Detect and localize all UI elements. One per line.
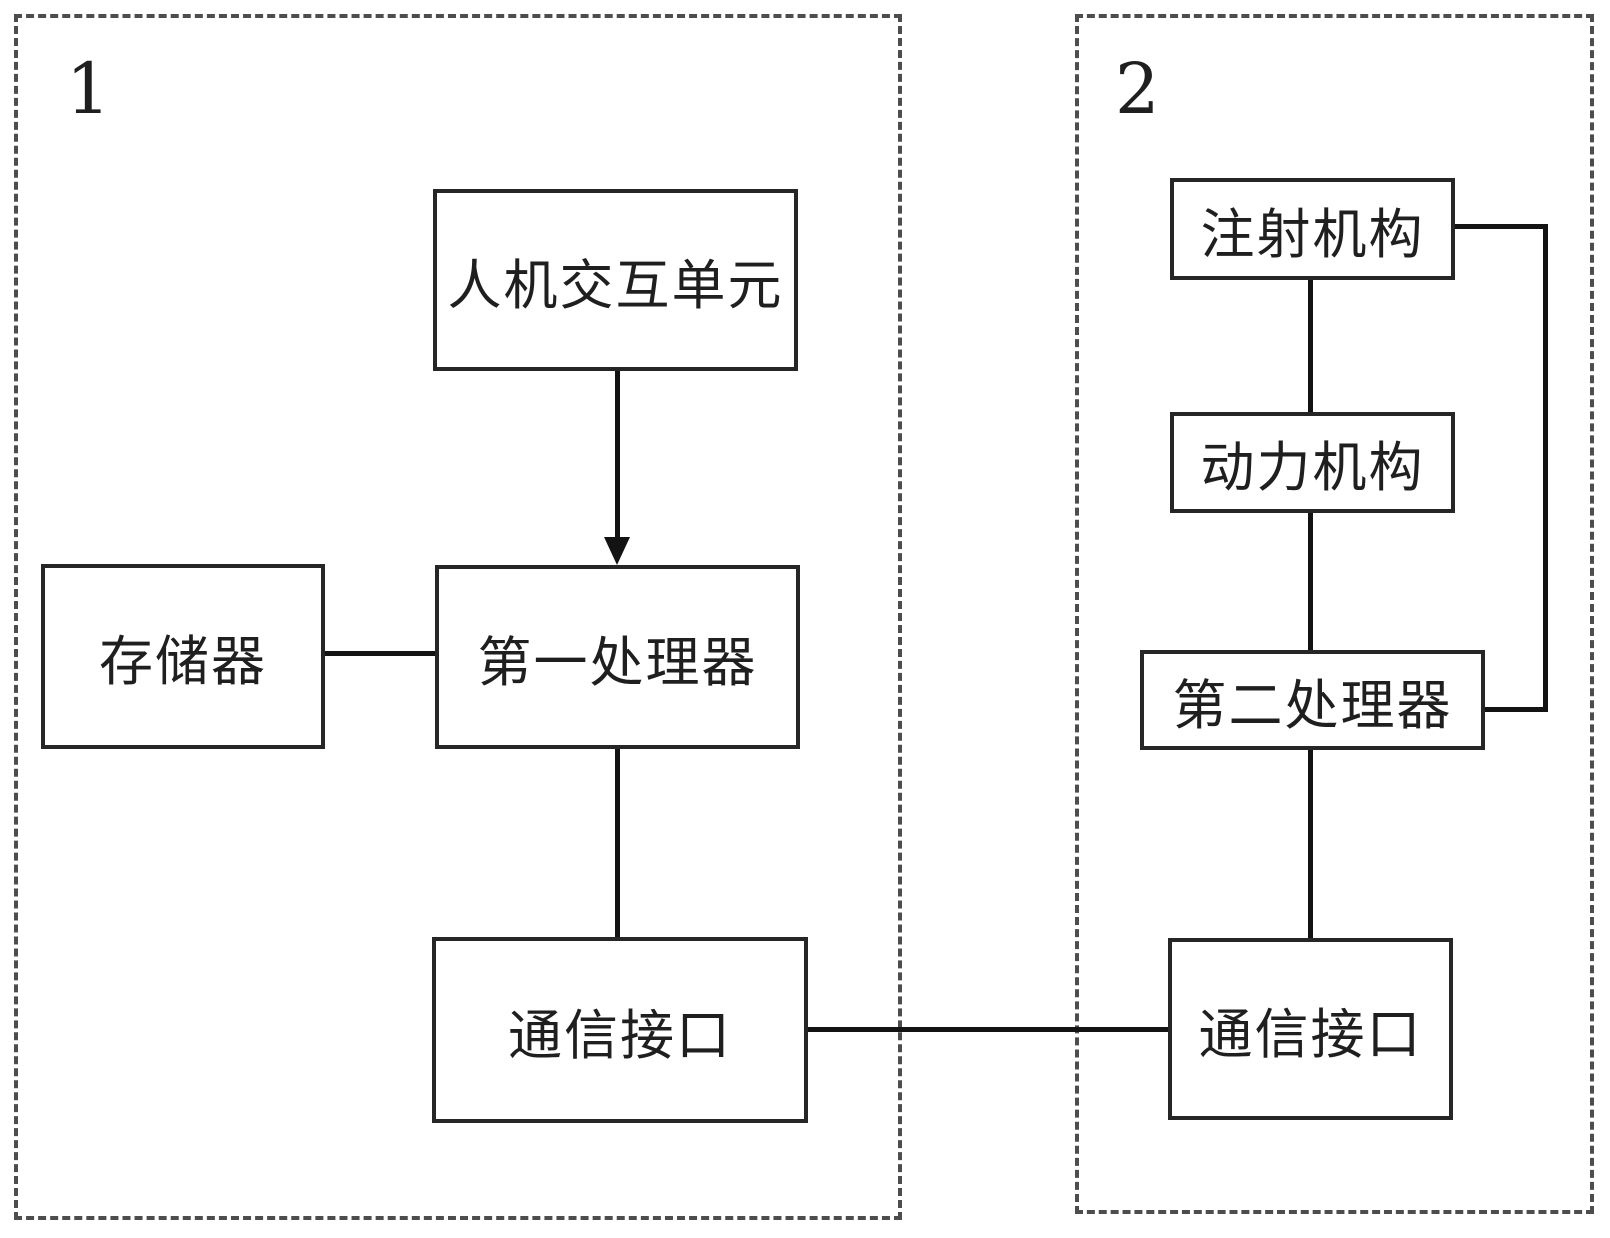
node-memory-label: 存储器 — [99, 630, 267, 693]
node-first-processor-label: 第一处理器 — [477, 630, 758, 694]
node-power-mechanism: 动力机构 — [1170, 412, 1455, 513]
node-first-processor: 第一处理器 — [435, 565, 800, 749]
edge-injection-to-power — [1308, 280, 1313, 413]
group-frame-2: 2 — [1075, 14, 1594, 1214]
group-1-label: 1 — [66, 48, 111, 130]
node-injection-mechanism: 注射机构 — [1170, 178, 1455, 280]
edge-power-to-processor2 — [1308, 513, 1313, 650]
node-comm-interface-2-label: 通信接口 — [1198, 1002, 1423, 1066]
edge-injection-to-processor2-bracket-bottom — [1485, 707, 1548, 712]
node-second-processor: 第二处理器 — [1140, 650, 1485, 750]
edge-processor1-to-comm1 — [615, 749, 620, 937]
edge-memory-to-processor1 — [325, 651, 435, 656]
node-memory: 存储器 — [41, 564, 325, 749]
node-hmi-unit-label: 人机交互单元 — [447, 253, 784, 317]
node-hmi-unit: 人机交互单元 — [433, 189, 798, 371]
group-2-label: 2 — [1115, 48, 1160, 130]
node-comm-interface-1-label: 通信接口 — [508, 1003, 732, 1067]
node-comm-interface-1: 通信接口 — [432, 937, 808, 1123]
edge-injection-to-processor2-bracket-top — [1455, 224, 1548, 229]
node-injection-mechanism-label: 注射机构 — [1200, 202, 1425, 266]
edge-hmi-to-processor1 — [615, 369, 620, 541]
edge-injection-to-processor2-bracket-vertical — [1543, 224, 1548, 712]
edge-processor2-to-comm2 — [1308, 750, 1313, 938]
group-frame-1: 1 — [14, 14, 902, 1220]
node-second-processor-label: 第二处理器 — [1172, 673, 1453, 737]
arrowhead-down-icon — [604, 537, 630, 565]
node-comm-interface-2: 通信接口 — [1168, 938, 1453, 1120]
edge-comm1-to-comm2 — [808, 1027, 1168, 1032]
node-power-mechanism-label: 动力机构 — [1200, 436, 1425, 499]
